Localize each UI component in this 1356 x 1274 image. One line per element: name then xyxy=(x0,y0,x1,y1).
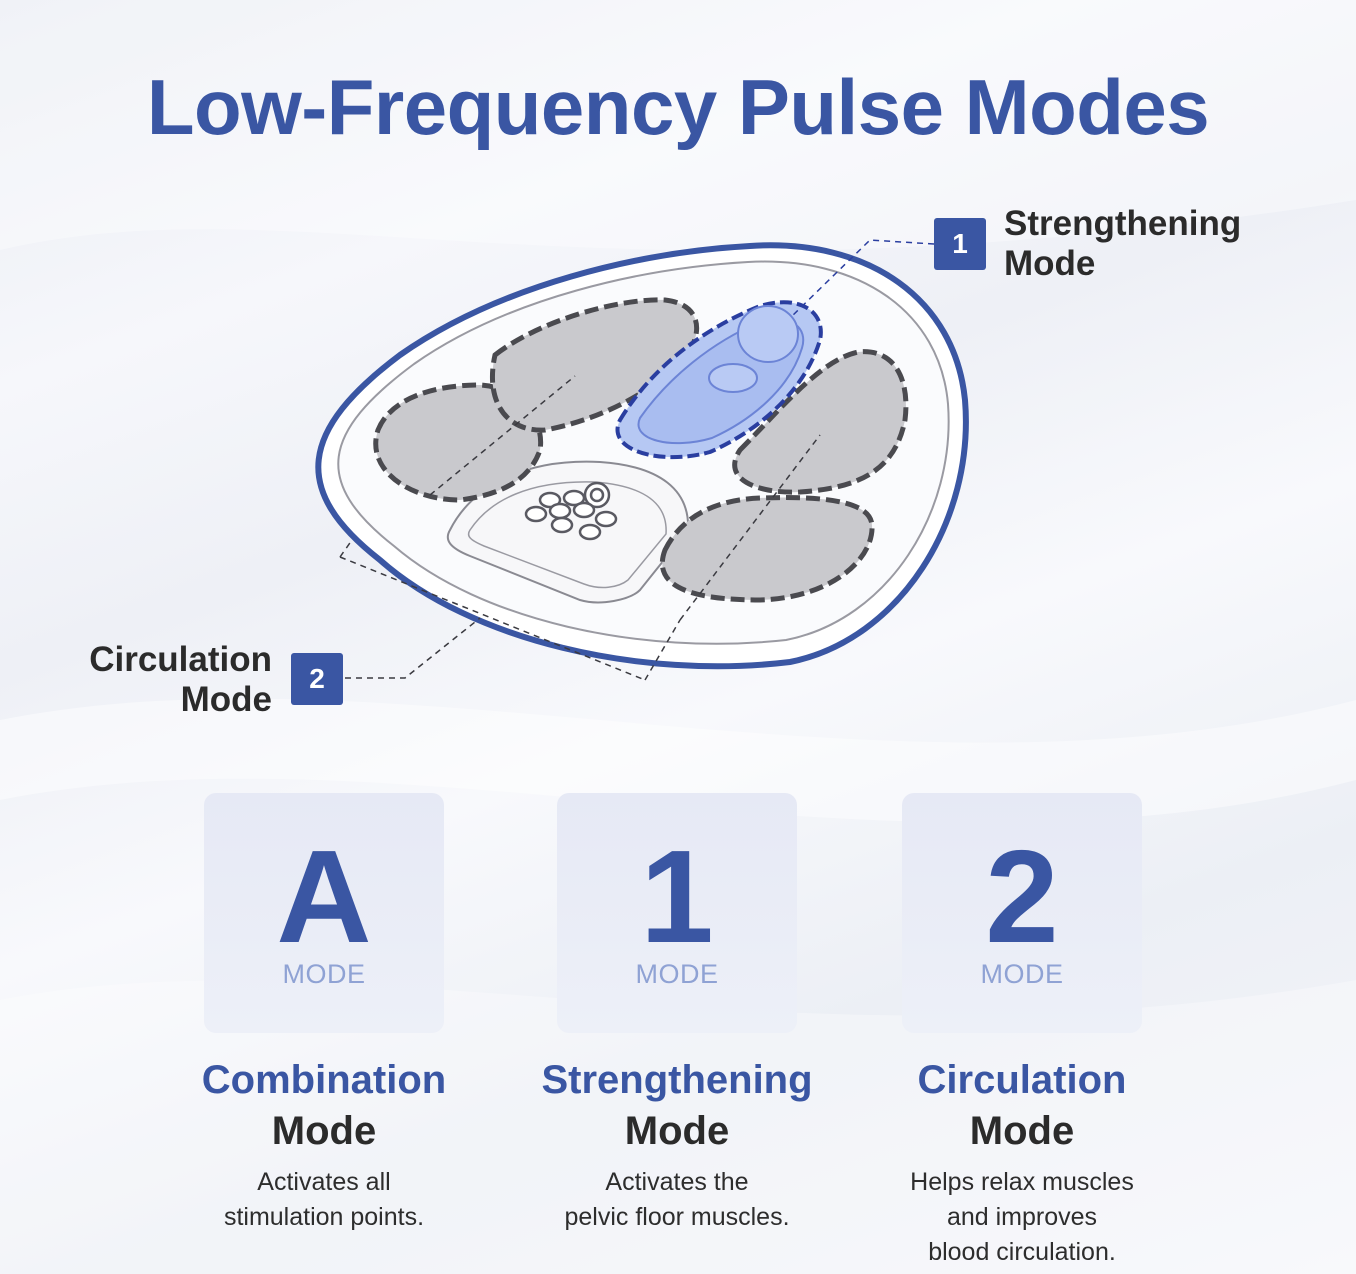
callout-label-line: Mode xyxy=(1004,244,1096,283)
mode-description-line: and improves xyxy=(946,1203,1098,1231)
mode-description-line: stimulation points. xyxy=(223,1203,425,1231)
mode-suffix: Mode xyxy=(969,1109,1075,1153)
callout-label-strengthening: Strengthening Mode xyxy=(1004,204,1241,284)
mode-name: Combination xyxy=(201,1058,447,1102)
mode-description-line: Activates the xyxy=(605,1168,749,1196)
callout-label-line: Mode xyxy=(180,680,272,719)
mode-name: Circulation xyxy=(917,1058,1127,1102)
callout-badge-1: 1 xyxy=(934,218,986,270)
callout-label-line: Strengthening xyxy=(1004,204,1242,243)
page-title: Low-Frequency Pulse Modes xyxy=(146,63,1210,151)
callout-label-circulation: Circulation Mode xyxy=(60,640,272,720)
mode-sub-label: MODE xyxy=(282,959,366,989)
pelvic-device-illustration xyxy=(315,239,969,681)
mode-description: Helps relax muscles and improves blood c… xyxy=(842,1165,1202,1270)
mode-info-strengthening: Strengthening Mode Activates the pelvic … xyxy=(497,1055,857,1235)
mode-description-line: Helps relax muscles xyxy=(910,1168,1134,1196)
mode-card-circulation: 2 MODE xyxy=(902,793,1142,1033)
mode-card-combination: A MODE xyxy=(204,793,444,1033)
mode-letter: A xyxy=(276,823,372,970)
mode-description: Activates all stimulation points. xyxy=(144,1165,504,1235)
mode-description-line: pelvic floor muscles. xyxy=(564,1203,790,1231)
control-panel-buttons xyxy=(524,481,618,541)
callout-label-line: Circulation xyxy=(89,640,272,679)
mode-card-strengthening: 1 MODE xyxy=(557,793,797,1033)
mode-letter: 2 xyxy=(985,823,1059,970)
mode-letter: 1 xyxy=(640,823,714,970)
mode-suffix: Mode xyxy=(271,1109,377,1153)
mode-description-line: Activates all xyxy=(257,1168,391,1196)
mode-sub-label: MODE xyxy=(635,959,719,989)
mode-name: Strengthening xyxy=(541,1058,813,1102)
mode-description-line: blood circulation. xyxy=(928,1238,1116,1266)
mode-info-combination: Combination Mode Activates all stimulati… xyxy=(144,1055,504,1235)
mode-sub-label: MODE xyxy=(980,959,1064,989)
mode-description: Activates the pelvic floor muscles. xyxy=(497,1165,857,1235)
mode-suffix: Mode xyxy=(624,1109,730,1153)
mode-info-circulation: Circulation Mode Helps relax muscles and… xyxy=(842,1055,1202,1270)
callout-badge-2: 2 xyxy=(291,653,343,705)
